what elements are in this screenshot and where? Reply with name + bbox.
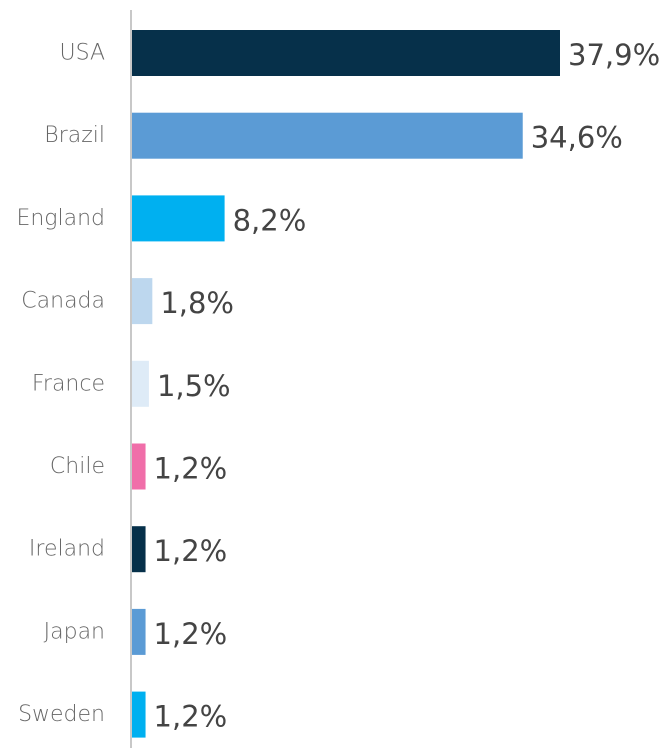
category-label-brazil: Brazil xyxy=(44,123,105,148)
value-label-france: 1,5% xyxy=(157,369,231,403)
labels-layer: USA 37,9% Brazil 34,6% England 8,2% Canada 1,8%… xyxy=(16,38,660,734)
bar-usa xyxy=(132,30,560,76)
category-label-england: England xyxy=(16,206,105,231)
value-label-japan: 1,2% xyxy=(154,617,228,651)
bar-japan xyxy=(132,608,146,655)
bar-chile xyxy=(132,443,146,490)
bar-sweden xyxy=(132,691,146,738)
category-label-france: France xyxy=(32,371,105,396)
bar-canada xyxy=(132,278,153,325)
category-label-usa: USA xyxy=(59,41,105,66)
value-label-sweden: 1,2% xyxy=(154,700,228,734)
bar-brazil xyxy=(132,112,523,159)
value-label-usa: 37,9% xyxy=(568,38,660,72)
bar-france xyxy=(132,360,149,407)
value-label-england: 8,2% xyxy=(233,203,307,237)
category-label-ireland: Ireland xyxy=(29,537,105,562)
category-label-canada: Canada xyxy=(21,289,105,314)
bar-ireland xyxy=(132,526,146,573)
value-label-canada: 1,8% xyxy=(160,286,234,320)
value-label-chile: 1,2% xyxy=(154,452,228,486)
value-label-brazil: 34,6% xyxy=(531,121,623,155)
bar-england xyxy=(132,195,225,242)
category-label-sweden: Sweden xyxy=(18,702,105,727)
bars-layer xyxy=(132,30,560,738)
category-label-japan: Japan xyxy=(44,619,105,644)
value-label-ireland: 1,2% xyxy=(154,534,228,568)
category-label-chile: Chile xyxy=(50,454,105,479)
